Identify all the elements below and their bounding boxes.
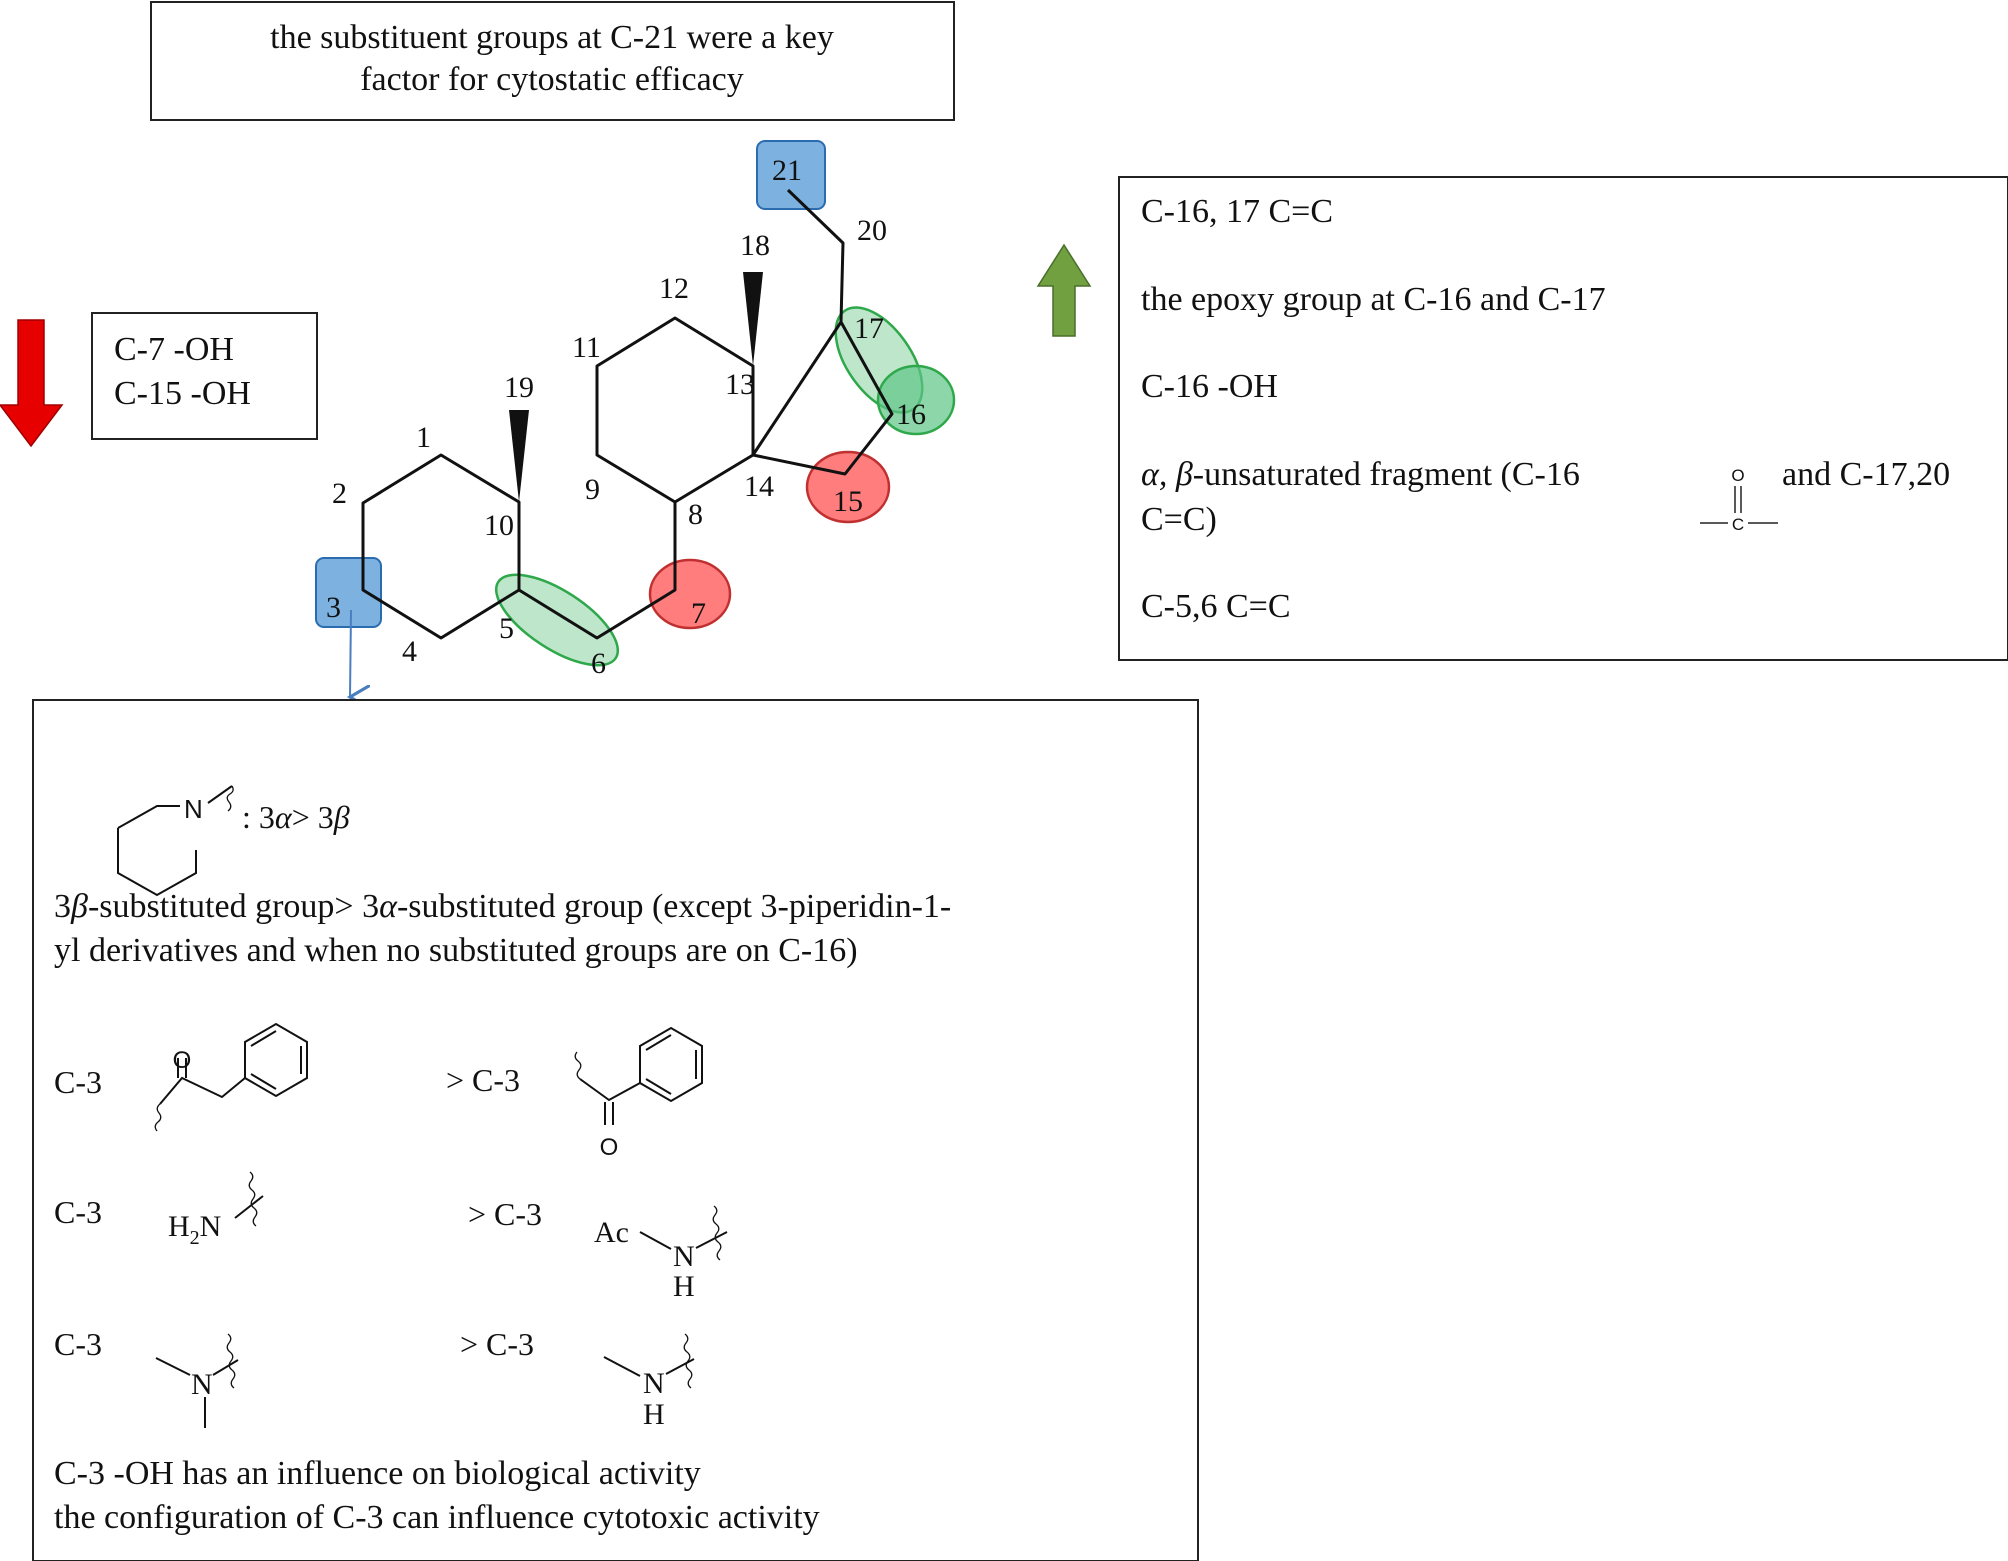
atom-label-14: 14	[744, 470, 774, 503]
top-note-line1: the substituent groups at C-21 were a ke…	[270, 19, 834, 56]
row3-n2: N	[643, 1367, 665, 1400]
atom-label-20: 20	[857, 214, 887, 247]
c3-note-1: C-3 -OH has an influence on biological a…	[54, 1455, 701, 1492]
piperidine-rule: : 3α> 3β	[242, 799, 350, 835]
row3-right-label: > C-3	[460, 1326, 534, 1362]
methylamine-structure	[603, 1333, 695, 1389]
rule-line-1-a: 3	[54, 888, 71, 925]
increase-arrow-icon	[1036, 243, 1092, 337]
rule-line-1-b: -substituted group> 3	[88, 888, 379, 925]
rule-line-1-c: -substituted group (except 3-piperidin-1…	[397, 888, 951, 925]
carbonyl-fragment: O C	[1700, 466, 1778, 534]
atom-label-17: 17	[854, 312, 884, 345]
increase-note: C-16, 17 C=C the epoxy group at C-16 and…	[1118, 176, 2008, 661]
atom-label-16: 16	[896, 398, 926, 431]
top-note: the substituent groups at C-21 were a ke…	[150, 1, 955, 121]
c19-methyl-wedge	[509, 410, 529, 502]
increase-item-3: C-16 -OH	[1141, 368, 1278, 405]
atom-label-15: 15	[833, 485, 863, 518]
row2-acetamide-bond	[639, 1205, 728, 1261]
phenylacetyl-structure	[154, 1022, 308, 1132]
atom-label-1: 1	[416, 421, 431, 454]
row2-amine-sub2: 2	[190, 1227, 200, 1249]
c3-note-2: the configuration of C-3 can influence c…	[54, 1499, 820, 1536]
row1-o-left: O	[173, 1047, 192, 1074]
steroid-structure: 1 2 3 4 5 6 7 8 9 10 11 12 13 14 15 16 1…	[315, 140, 956, 697]
piperidine-structure	[117, 785, 234, 897]
atom-label-13: 13	[725, 368, 755, 401]
atom-label-9: 9	[585, 473, 600, 506]
rule-line-1-alpha: α	[379, 888, 398, 925]
c3-sar-box: N : 3α> 3β 3β-substituted group> 3α-subs…	[32, 699, 1199, 1561]
row1-right-label: > C-3	[446, 1062, 520, 1098]
dimethylamine-structure	[155, 1333, 239, 1428]
atom-label-2: 2	[332, 477, 347, 510]
row1-o-right: O	[600, 1134, 619, 1161]
row2-amine: H2N	[168, 1210, 221, 1249]
row2-right-label: > C-3	[468, 1196, 542, 1232]
row2-left-label: C-3	[54, 1194, 102, 1230]
atom-label-19: 19	[504, 371, 534, 404]
top-note-line2: factor for cytostatic efficacy	[360, 61, 744, 98]
atom-label-12: 12	[659, 272, 689, 305]
piperidine-n: N	[184, 794, 203, 824]
piperidine-rule-alpha: α	[275, 799, 293, 835]
piperidine-rule-beta: β	[333, 799, 350, 835]
atom-label-18: 18	[740, 229, 770, 262]
benzoyl-structure	[574, 1026, 703, 1125]
atom-label-7: 7	[691, 597, 706, 630]
increase-item-5: C-5,6 C=C	[1141, 588, 1291, 625]
c21-highlight-box	[756, 140, 826, 210]
row1-left-label: C-3	[54, 1064, 102, 1100]
c16-epoxy-highlight	[876, 364, 956, 436]
decrease-note: C-7 -OH C-15 -OH	[91, 312, 318, 440]
row2-ac: Ac	[594, 1216, 629, 1249]
c7-hydroxyl-highlight	[648, 558, 732, 630]
decrease-note-line2: C-15 -OH	[114, 375, 251, 412]
atom-label-4: 4	[402, 635, 417, 668]
row3-n: N	[191, 1368, 213, 1401]
c3-link-arrow	[350, 609, 351, 697]
increase-item-4-greek: α, β	[1141, 456, 1193, 493]
rule-line-1: 3β-substituted group> 3α-substituted gro…	[54, 888, 951, 925]
row3-left-label: C-3	[54, 1326, 102, 1362]
decrease-arrow-icon	[0, 319, 64, 448]
row2-amine-bond	[234, 1171, 264, 1227]
increase-item-4-line2: C=C)	[1141, 501, 1217, 538]
atom-label-10: 10	[484, 509, 514, 542]
rule-line-2: yl derivatives and when no substituted g…	[54, 932, 858, 969]
atom-label-8: 8	[688, 498, 703, 531]
row3-h: H	[643, 1398, 665, 1431]
atom-label-11: 11	[572, 331, 601, 364]
atom-label-21: 21	[772, 154, 802, 187]
row2-n: N	[673, 1240, 695, 1273]
increase-item-4-tail: and C-17,20	[1782, 456, 1950, 493]
piperidine-rule-gt: > 3	[292, 799, 334, 835]
row2-amine-n: N	[200, 1210, 222, 1243]
increase-item-4-line1: α, β-unsaturated fragment (C-16	[1141, 456, 1580, 493]
row2-amine-h: H	[168, 1210, 190, 1243]
carbonyl-o: O	[1731, 466, 1744, 485]
atom-label-3: 3	[326, 591, 341, 624]
increase-item-1: C-16, 17 C=C	[1141, 193, 1333, 230]
c3-highlight-box	[315, 557, 382, 628]
piperidine-rule-prefix: : 3	[242, 799, 275, 835]
c18-methyl-wedge	[743, 272, 763, 366]
atom-label-5: 5	[499, 612, 514, 645]
atom-label-6: 6	[591, 647, 606, 680]
carbonyl-c: C	[1732, 515, 1744, 534]
decrease-note-line1: C-7 -OH	[114, 331, 234, 368]
c5-c6-double-bond-highlight	[494, 573, 620, 667]
increase-item-4-text: -unsaturated fragment (C-16	[1193, 456, 1580, 493]
rule-line-1-beta: β	[70, 888, 88, 925]
row2-h: H	[673, 1270, 695, 1303]
increase-item-2: the epoxy group at C-16 and C-17	[1141, 281, 1606, 318]
